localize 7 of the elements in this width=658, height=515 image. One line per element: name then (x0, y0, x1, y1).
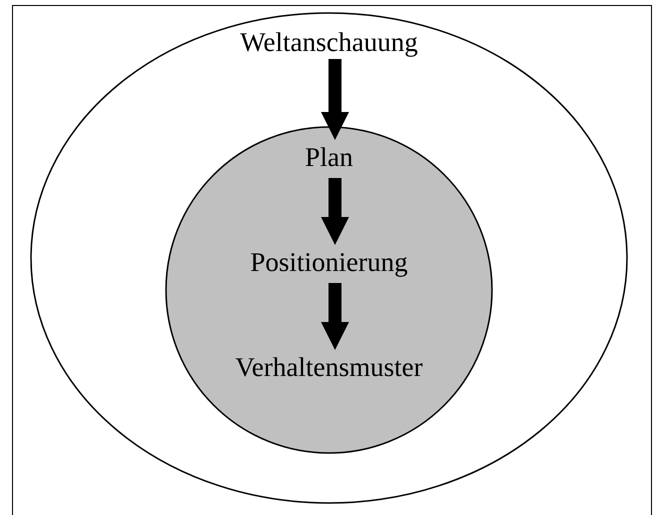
arrow (321, 283, 349, 350)
step-label: Positionierung (229, 246, 429, 282)
arrow (321, 178, 349, 245)
step-label: Verhaltensmuster (209, 351, 449, 387)
circle-label: Weltanschauung (239, 26, 419, 58)
arrow (321, 59, 349, 140)
step-label: Plan (279, 141, 379, 177)
